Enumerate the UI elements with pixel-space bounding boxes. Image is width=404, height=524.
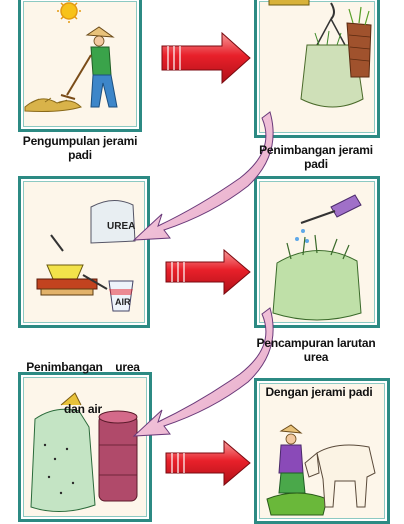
panel-storing-in-sacks [18, 372, 152, 522]
caption-step-3: Penimbangan urea dan air [26, 360, 140, 416]
urea-water-scale-illustration: UREA AIR [36, 200, 136, 312]
panel-mixing-urea-solution [254, 176, 380, 328]
caption-step-4: Pencampuran larutan urea [256, 336, 376, 364]
arrow-right-2 [165, 248, 251, 296]
flow-arrows-layer [132, 31, 274, 487]
water-bucket-label: AIR [115, 297, 131, 307]
sealed-sack-drum-illustration [30, 392, 138, 513]
farmer-raking-illustration [24, 0, 118, 112]
caption-step-2: Penimbangan jerami padi [259, 143, 373, 171]
panel-feeding-cattle [254, 378, 390, 524]
panel-weighing-straw [254, 0, 380, 138]
panel-weighing-urea-water: UREA AIR [18, 176, 150, 328]
hanging-scale-illustration [268, 0, 372, 108]
arrow-right-3 [165, 439, 251, 487]
urea-sack-label: UREA [107, 221, 135, 232]
arrow-right-1 [161, 31, 251, 85]
panel-collecting-straw [18, 0, 142, 132]
curved-arrow-2 [132, 307, 274, 437]
curved-arrow-1 [132, 111, 274, 241]
caption-step-6: Dengan jerami padi [265, 385, 373, 399]
caption-step-1: Pengumpulan jerami padi [22, 134, 138, 162]
mixing-sack-illustration [272, 194, 362, 321]
